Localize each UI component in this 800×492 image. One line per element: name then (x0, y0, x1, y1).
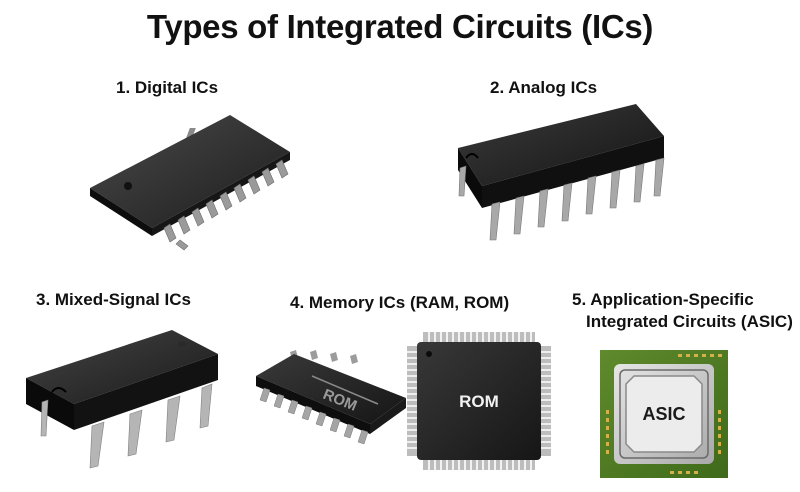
mixed-signal-ic-chip-image (26, 330, 218, 469)
label-analog-ics: 2. Analog ICs (490, 78, 598, 97)
digital-ic-chip-image (90, 115, 290, 251)
asic-chip-image: ASIC (600, 350, 728, 478)
memory-qfp-chip-text: ROM (459, 392, 499, 411)
label-asic-line2: Integrated Circuits (ASIC) (586, 312, 793, 331)
diagram-title: Types of Integrated Circuits (ICs) (146, 8, 654, 45)
memory-qfp-chip-image: ROM (407, 332, 551, 470)
analog-ic-chip-image (458, 104, 665, 241)
asic-chip-text: ASIC (642, 404, 685, 424)
label-memory-ics: 4. Memory ICs (RAM, ROM) (290, 293, 510, 312)
label-mixed-signal-ics: 3. Mixed-Signal ICs (36, 290, 191, 309)
memory-sop-chip-image: ROM (256, 350, 406, 445)
label-digital-ics: 1. Digital ICs (116, 78, 219, 97)
label-asic-line1: 5. Application-Specific (572, 290, 754, 309)
